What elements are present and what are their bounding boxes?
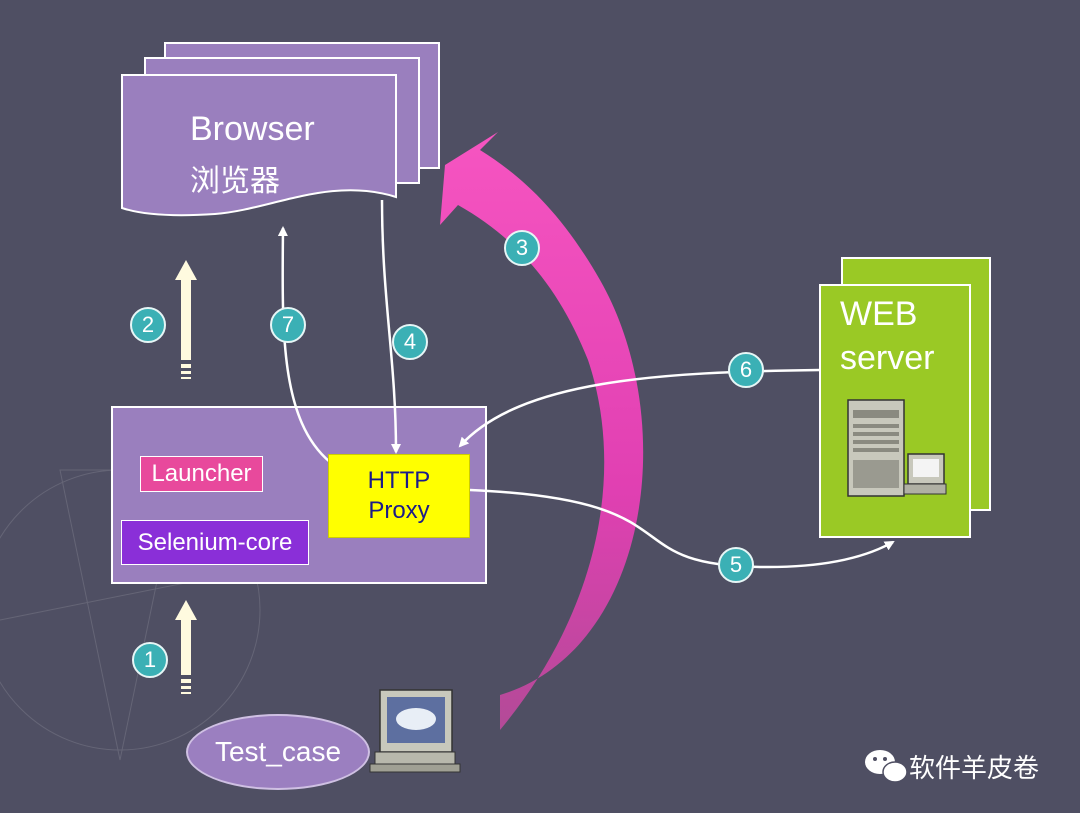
arrow-step-3 — [440, 132, 644, 730]
http-proxy-box: HTTP Proxy — [328, 454, 470, 538]
step-badge-7: 7 — [270, 307, 306, 343]
step-badge-2: 2 — [130, 307, 166, 343]
browser-subtitle: 浏览器 — [190, 165, 280, 198]
arrow-step-5 — [469, 488, 895, 569]
web-server-line2: server — [840, 339, 935, 377]
server-tower-icon — [847, 399, 947, 497]
step-badge-4: 4 — [392, 324, 428, 360]
step-badge-3: 3 — [504, 230, 540, 266]
web-server-label: WEB server — [840, 292, 934, 380]
desktop-computer-icon — [369, 689, 461, 773]
step-badge-5: 5 — [718, 547, 754, 583]
browser-shape — [121, 42, 440, 217]
browser-title: Browser — [190, 110, 315, 148]
arrow-step-1 — [175, 600, 197, 694]
proxy-line1: HTTP — [367, 467, 431, 494]
web-server-line1: WEB — [840, 295, 918, 333]
proxy-line2: Proxy — [368, 497, 430, 524]
step-badge-1: 1 — [132, 642, 168, 678]
watermark: 软件羊皮卷 — [865, 748, 1039, 785]
test-case-ellipse: Test_case — [186, 714, 370, 790]
arrow-step-4 — [380, 199, 401, 454]
arrow-step-7 — [277, 226, 331, 463]
step-badge-6: 6 — [728, 352, 764, 388]
launcher-box: Launcher — [140, 456, 263, 492]
watermark-icon-spacer — [865, 752, 901, 782]
selenium-core-box: Selenium-core — [121, 520, 309, 565]
wechat-icon — [865, 750, 908, 783]
watermark-text: 软件羊皮卷 — [909, 754, 1040, 784]
arrow-step-2 — [175, 260, 197, 379]
